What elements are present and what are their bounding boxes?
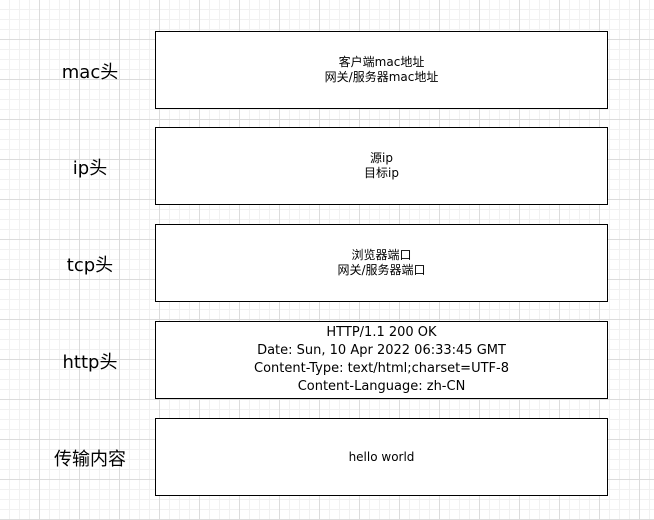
mac-header-line: 网关/服务器mac地址 bbox=[324, 70, 439, 84]
payload-box: hello world bbox=[155, 418, 608, 496]
tcp-header-label: tcp头 bbox=[66, 255, 114, 276]
tcp-header-box: 浏览器端口 网关/服务器端口 bbox=[155, 224, 608, 302]
http-header-label: http头 bbox=[62, 352, 118, 373]
payload-line: hello world bbox=[348, 449, 415, 464]
ip-header-box: 源ip 目标ip bbox=[155, 127, 608, 205]
payload-label: 传输内容 bbox=[54, 449, 126, 470]
ip-header-label: ip头 bbox=[72, 158, 108, 179]
http-header-box: HTTP/1.1 200 OK Date: Sun, 10 Apr 2022 0… bbox=[155, 321, 608, 399]
mac-header-box: 客户端mac地址 网关/服务器mac地址 bbox=[155, 31, 608, 109]
http-header-line: Date: Sun, 10 Apr 2022 06:33:45 GMT bbox=[257, 343, 506, 358]
http-header-line: Content-Language: zh-CN bbox=[297, 379, 466, 394]
tcp-header-line: 网关/服务器端口 bbox=[337, 263, 426, 277]
mac-header-line: 客户端mac地址 bbox=[338, 55, 425, 69]
mac-header-label: mac头 bbox=[61, 62, 119, 83]
tcp-header-line: 浏览器端口 bbox=[351, 248, 412, 262]
http-header-line: Content-Type: text/html;charset=UTF-8 bbox=[254, 361, 509, 376]
http-header-line: HTTP/1.1 200 OK bbox=[326, 325, 437, 340]
ip-header-line: 目标ip bbox=[364, 166, 399, 180]
ip-header-line: 源ip bbox=[370, 151, 393, 165]
